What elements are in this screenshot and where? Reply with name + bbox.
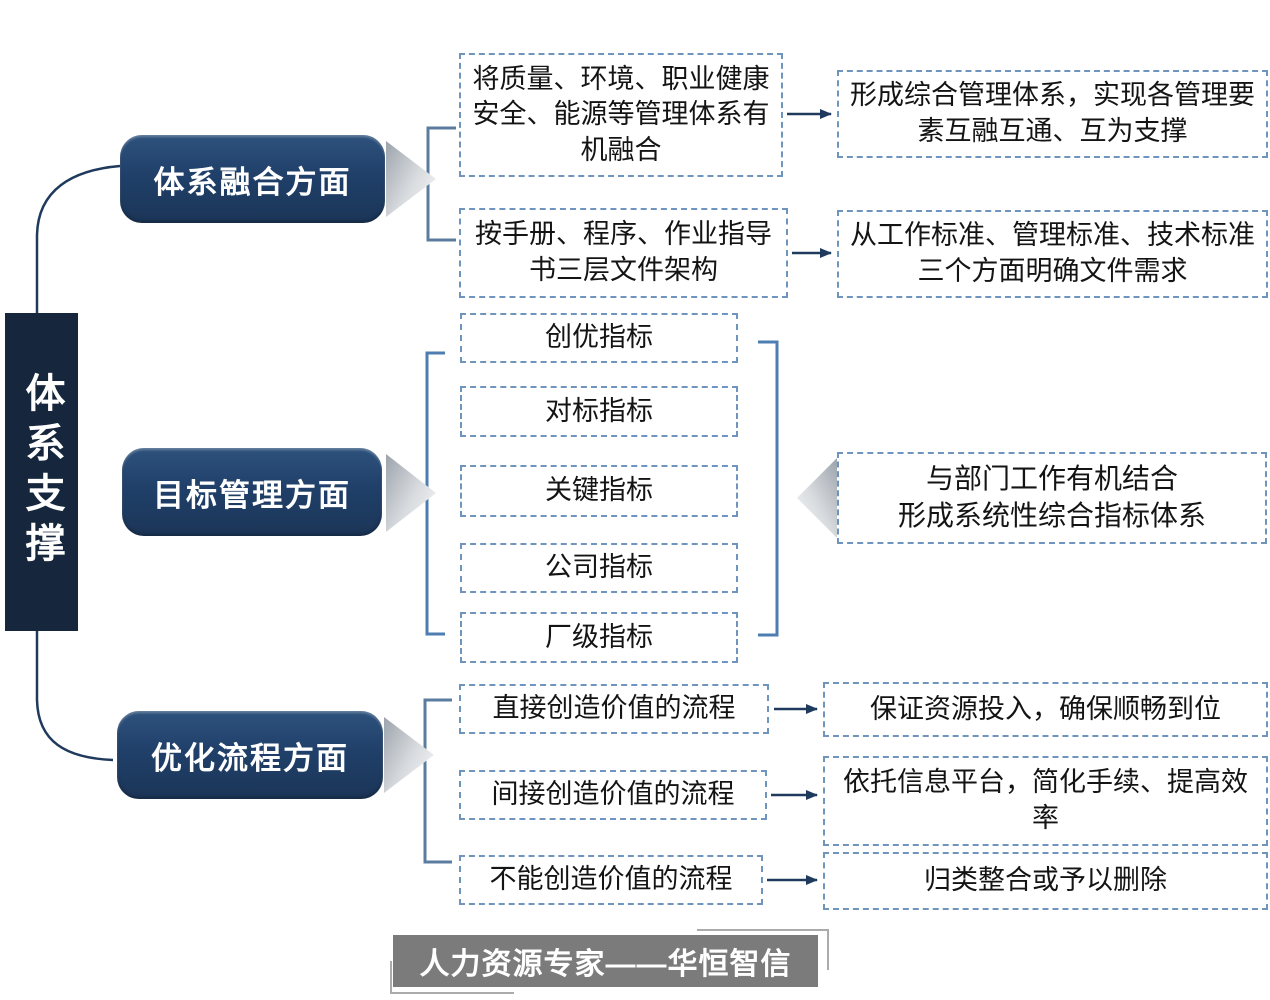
process-right-text-2: 依托信息平台，简化手续、提高效率 [843, 767, 1248, 833]
footer-banner: 人力资源专家——华恒智信 [393, 935, 818, 987]
section-pill-process: 优化流程方面 [117, 711, 383, 799]
chevron-right-icon [386, 454, 436, 532]
section-pill-target-label: 目标管理方面 [153, 477, 351, 513]
indicator-box-1: 创优指标 [460, 313, 738, 363]
process-right-box-3: 归类整合或予以删除 [823, 852, 1268, 910]
process-left-box-3: 不能创造价值的流程 [459, 855, 763, 905]
target-summary-line-1: 与部门工作有机结合 [925, 463, 1178, 495]
indicator-text-3: 关键指标 [545, 475, 653, 506]
section-pill-process-label: 优化流程方面 [151, 740, 349, 776]
rail-top-curve [35, 164, 121, 313]
target-summary-line-2: 形成系统性综合指标体系 [897, 500, 1206, 531]
indicator-box-4: 公司指标 [460, 543, 738, 593]
chevron-right-icon [384, 717, 434, 793]
bracket-bottom-section [423, 698, 452, 864]
process-right-text-1: 保证资源投入，确保顺畅到位 [870, 693, 1221, 724]
indicator-box-3: 关键指标 [460, 465, 738, 517]
fusion-left-text-1: 将质量、环境、职业健康安全、能源等管理体系有机融合 [472, 63, 770, 165]
banner-corner-bottom-left [390, 961, 514, 994]
section-pill-fusion: 体系融合方面 [120, 135, 385, 223]
indicator-box-5: 厂级指标 [460, 612, 738, 663]
indicator-text-4: 公司指标 [545, 552, 653, 583]
section-pill-target: 目标管理方面 [122, 448, 382, 536]
fusion-right-text-1: 形成综合管理体系，实现各管理要素互融互通、互为支撑 [850, 80, 1255, 146]
process-left-box-2: 间接创造价值的流程 [459, 770, 767, 820]
process-left-text-2: 间接创造价值的流程 [491, 779, 735, 810]
process-left-text-1: 直接创造价值的流程 [492, 693, 736, 724]
fusion-left-box-1: 将质量、环境、职业健康安全、能源等管理体系有机融合 [459, 53, 783, 177]
fusion-left-box-2: 按手册、程序、作业指导书三层文件架构 [459, 208, 788, 298]
target-summary-box: 与部门工作有机结合 形成系统性综合指标体系 [837, 452, 1267, 544]
process-right-box-2: 依托信息平台，简化手续、提高效率 [823, 756, 1268, 846]
fusion-left-text-2: 按手册、程序、作业指导书三层文件架构 [475, 219, 772, 285]
indicator-text-5: 厂级指标 [545, 621, 653, 652]
rail-title: 体系支撑 [5, 313, 78, 631]
process-left-box-1: 直接创造价值的流程 [459, 684, 769, 734]
bracket-indicators-right [758, 340, 779, 637]
fusion-right-box-2: 从工作标准、管理标准、技术标准三个方面明确文件需求 [837, 210, 1268, 298]
banner-corner-top-right [697, 929, 829, 970]
process-right-text-3: 归类整合或予以删除 [924, 865, 1167, 896]
fusion-right-text-2: 从工作标准、管理标准、技术标准三个方面明确文件需求 [850, 220, 1255, 286]
bracket-top-section [426, 126, 456, 242]
indicator-box-2: 对标指标 [460, 386, 738, 437]
chevron-right-icon [386, 141, 436, 217]
fusion-right-box-1: 形成综合管理体系，实现各管理要素互融互通、互为支撑 [837, 70, 1268, 158]
indicator-text-2: 对标指标 [545, 395, 653, 426]
process-right-box-1: 保证资源投入，确保顺畅到位 [823, 682, 1268, 737]
indicator-text-1: 创优指标 [545, 322, 653, 353]
chevron-left-icon [797, 458, 837, 538]
section-pill-fusion-label: 体系融合方面 [153, 164, 352, 200]
footer-banner-text: 人力资源专家——华恒智信 [419, 948, 792, 981]
rail-bottom-curve [35, 631, 114, 762]
process-left-text-3: 不能创造价值的流程 [489, 864, 733, 895]
